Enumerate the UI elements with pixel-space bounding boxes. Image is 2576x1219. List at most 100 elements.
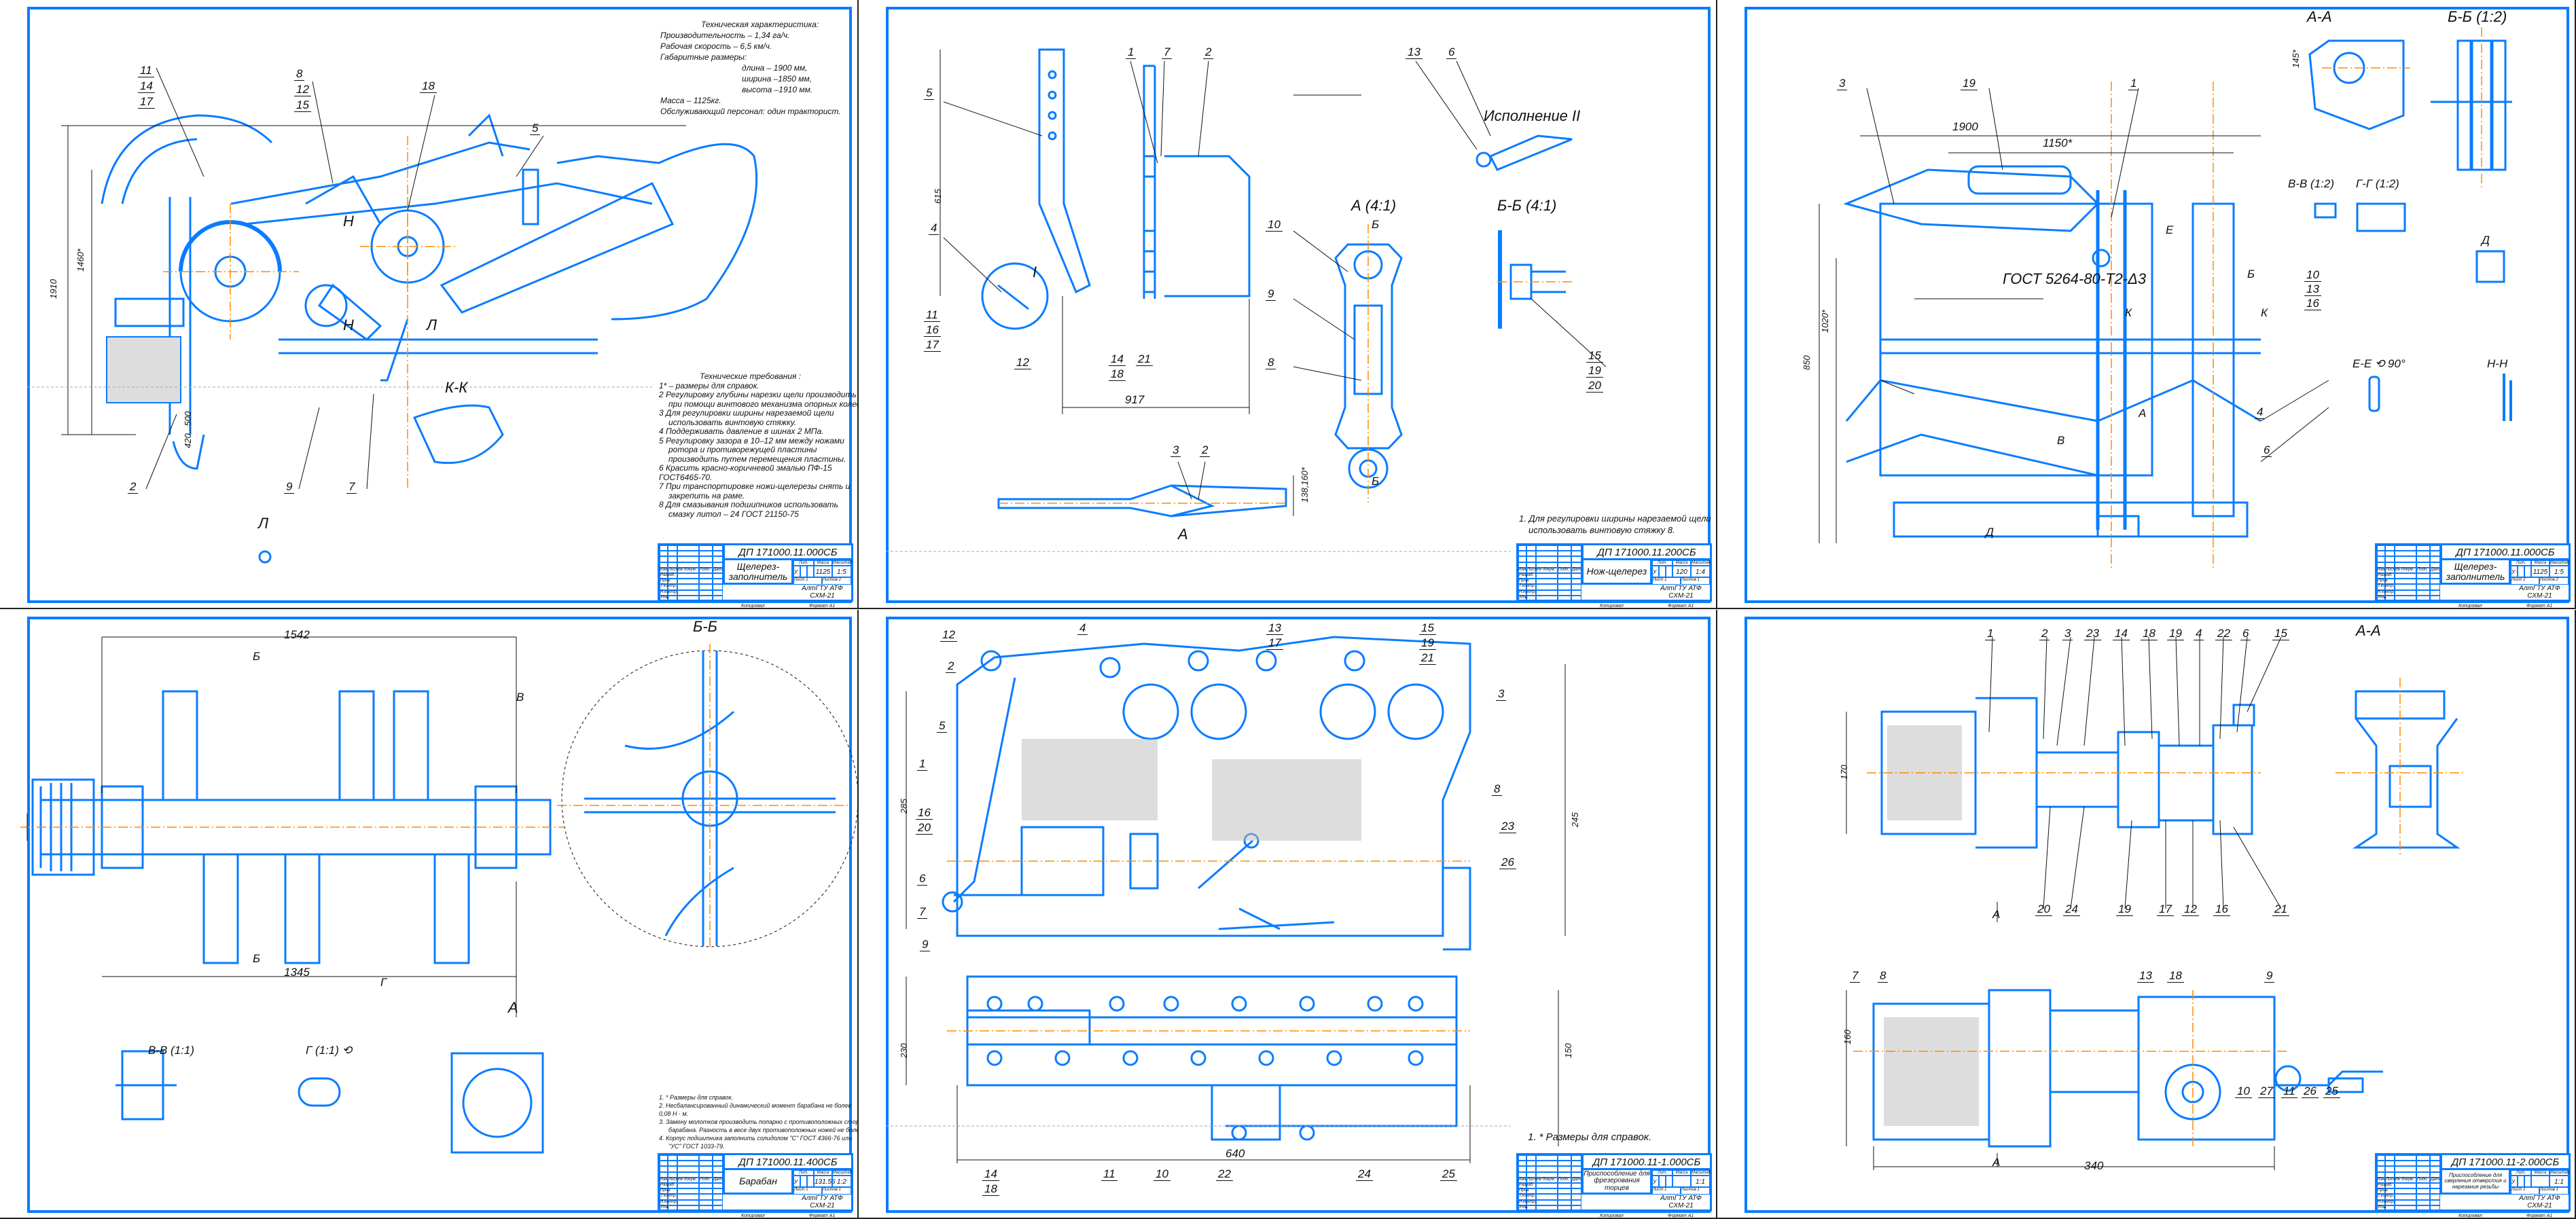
position-number: 9 (2264, 970, 2275, 983)
role-prov: Пров. (1519, 579, 1530, 583)
drawing-drilling-fixture (1846, 636, 2465, 1170)
title-block-grid-cell (2377, 589, 2385, 596)
title-block-grid-cell (2395, 1171, 2416, 1178)
title-block-grid-cell (699, 556, 713, 562)
title-block-grid-cell (699, 545, 713, 551)
header-doc: № докум. (2396, 1178, 2414, 1182)
group-name: СХМ-21 (810, 1202, 835, 1209)
title-block-grid-cell (2416, 562, 2430, 568)
role-razrab: Разраб. (660, 1183, 675, 1187)
position-number: 26 (1499, 856, 1516, 869)
role-tkontr: Т.контр. (2378, 584, 2395, 588)
position-number: 23 (2084, 627, 2101, 640)
mass-value: 1125 (2531, 566, 2550, 577)
title-block-grid-cell (1536, 579, 1558, 585)
role-utv: Утв. (1519, 1205, 1528, 1209)
title-block-grid-cell (2416, 1155, 2430, 1161)
position-number: 230 (899, 1043, 909, 1058)
title-block-grid-cell (1536, 1199, 1558, 1205)
sheet-frame (1745, 617, 2569, 1213)
title-block-grid-cell (1558, 562, 1571, 568)
title-block-grid-cell (2416, 567, 2430, 573)
title-block-grid-cell (660, 1166, 668, 1172)
title-block-grid-cell (2395, 584, 2416, 590)
group-name: СХМ-21 (810, 592, 835, 600)
position-number: 12 (2182, 903, 2199, 916)
title-block-grid-cell (2385, 556, 2395, 562)
position-number: 3 (1170, 444, 1181, 457)
sheet-knife-slitter: 1. Для регулировки ширины нарезаемой щел… (859, 0, 1717, 609)
view-label: В (516, 691, 524, 704)
title-block-grid-cell (2395, 562, 2416, 568)
lit-cell (2524, 566, 2531, 577)
role-nkontr: Н.контр. (2378, 590, 2395, 594)
view-label: Исполнение II (1484, 107, 1581, 124)
lit-cell (2518, 1176, 2524, 1187)
title-block-grid-cell (2377, 1171, 2385, 1178)
title-block-grid-cell (1571, 567, 1581, 573)
title-block-grid-cell (660, 573, 668, 579)
title-block-grid-cell (713, 1161, 723, 1167)
copied-label: Копировал (2458, 604, 2482, 608)
position-number: 8 (1878, 970, 1889, 983)
lit-cell (1659, 1176, 1666, 1187)
title-block-grid-cell (1536, 573, 1558, 579)
position-number: 7 (917, 906, 928, 919)
position-number: 4 (2194, 627, 2204, 640)
title-block-grid-cell (2416, 1194, 2430, 1200)
title-block-grid-cell (699, 1199, 713, 1205)
role-tkontr: Т.контр. (1519, 584, 1536, 588)
position-number: 9 (284, 481, 295, 494)
title-block-grid-cell (699, 1205, 713, 1211)
header-izm: Изм. (660, 1178, 668, 1182)
position-number: 3 (1837, 77, 1848, 90)
title-block-grid-cell (660, 545, 668, 551)
lit-value: У (1652, 566, 1659, 577)
title-block-grid-cell (660, 1171, 668, 1178)
view-label: Д (2482, 234, 2490, 247)
role-prov: Пров. (1519, 1188, 1530, 1193)
title-block-grid-cell (1518, 551, 1526, 557)
position-number: 10 (2235, 1085, 2252, 1098)
title-block-grid-cell (2416, 551, 2430, 557)
lit-cell (807, 1176, 814, 1187)
title-block-grid-cell (1518, 1199, 1526, 1205)
role-nkontr: Н.контр. (1519, 1200, 1537, 1204)
position-number: 6 (1446, 46, 1457, 59)
title-block-grid-cell (1558, 1155, 1571, 1161)
title-block-grid-cell (1571, 573, 1581, 579)
role-tkontr: Т.контр. (1519, 1194, 1536, 1198)
title-block-grid-cell (1558, 584, 1571, 590)
role-razrab: Разраб. (660, 573, 675, 577)
title-block-grid-cell (1558, 1161, 1571, 1167)
title-block-grid-cell (1526, 1161, 1536, 1167)
organization-name: АлтГТУ АТФ (802, 1195, 843, 1202)
view-label: А-А (2356, 622, 2381, 639)
header-scale: Масштаб (832, 1170, 853, 1176)
position-number: 8 (1266, 357, 1276, 369)
format-label: Формат А1 (1668, 1214, 1694, 1218)
mass-value: 120 (1672, 566, 1691, 577)
position-number: 285 (899, 799, 909, 814)
title-block-grid-cell (2430, 545, 2440, 551)
title-block-grid-cell (668, 1166, 677, 1172)
title-block-grid-cell (660, 1188, 668, 1195)
group-name: СХМ-21 (2527, 1202, 2552, 1209)
header-scale: Масштаб (2550, 1170, 2570, 1176)
position-number: 13 (2137, 970, 2154, 983)
position-number: 22 (2215, 627, 2232, 640)
header-lit: Лит. (1652, 560, 1672, 566)
scale-value: 1:5 (2550, 566, 2569, 577)
position-number: 15 (1586, 350, 1603, 363)
header-list: Лист (1527, 568, 1538, 572)
title-block-grid-cell (2385, 573, 2395, 579)
note-line: 4 Поддерживать давление в шинах 2 МПа. (659, 426, 824, 436)
format-label: Формат А1 (809, 1214, 836, 1218)
role-tkontr: Т.контр. (660, 584, 677, 588)
title-block-grid-cell (2430, 1155, 2440, 1161)
title-block-grid-cell (1558, 579, 1571, 585)
title-block-grid-cell (677, 567, 699, 573)
header-sign: Подп. (2417, 1178, 2428, 1182)
